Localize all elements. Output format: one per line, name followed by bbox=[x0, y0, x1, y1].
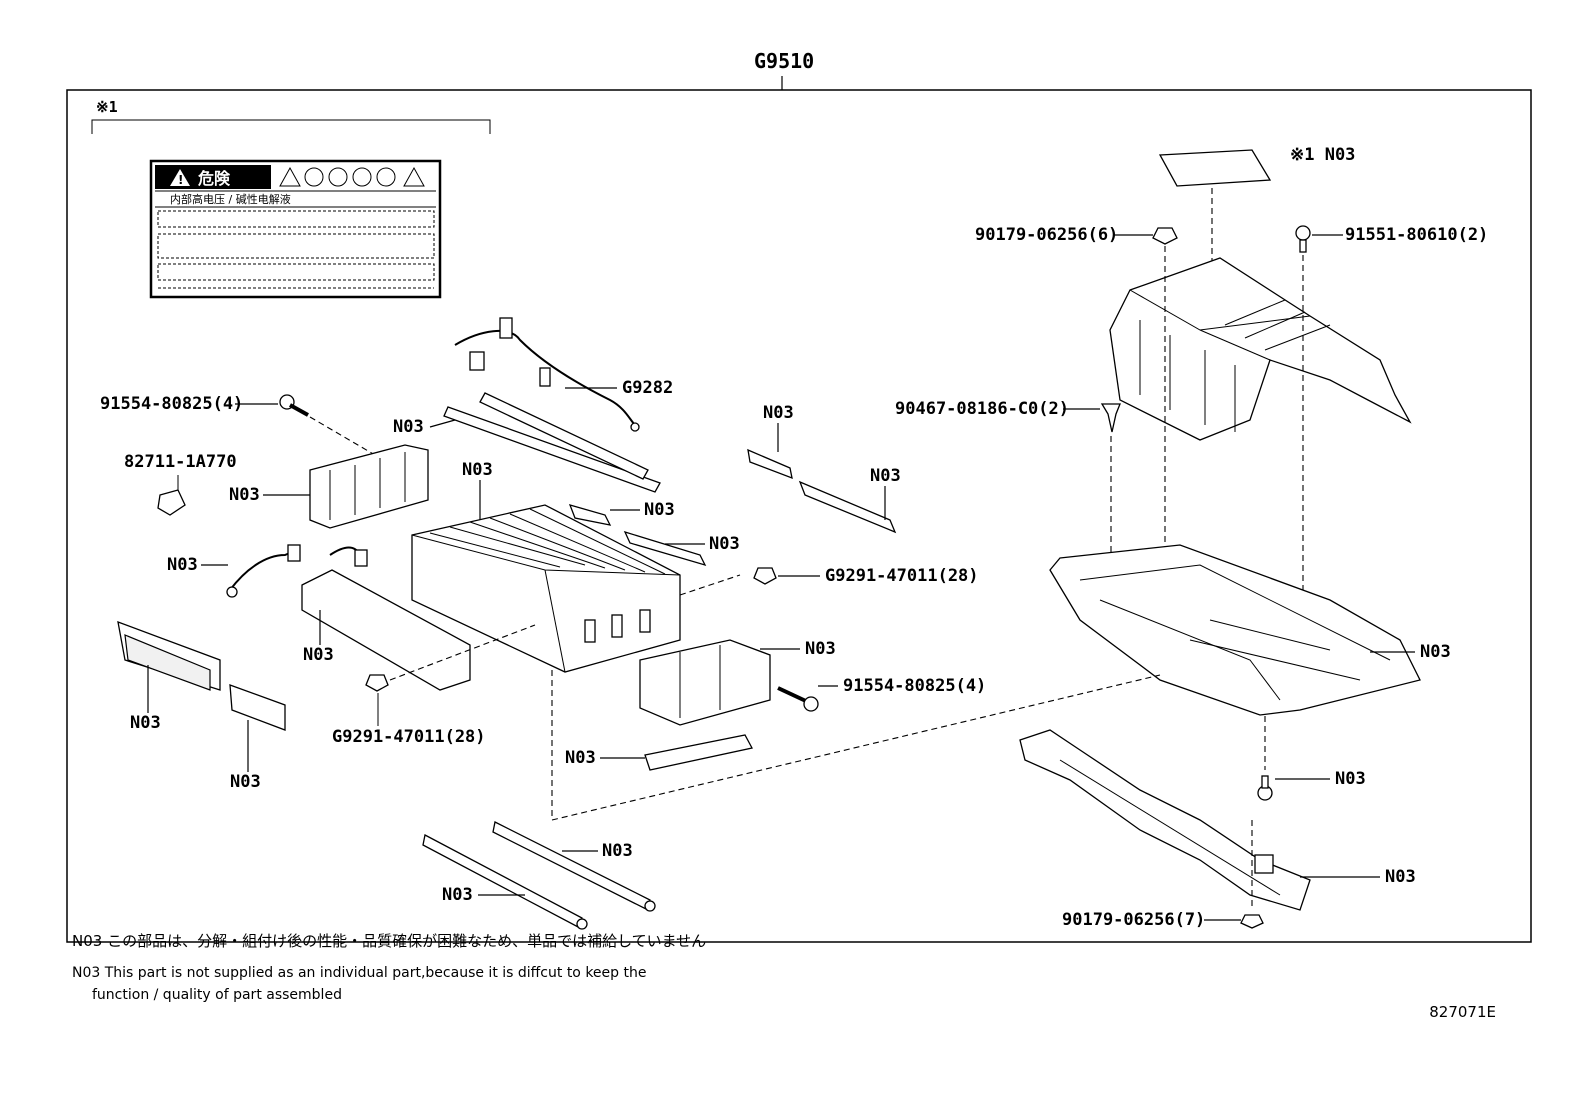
callout-n03-lowerbracket[interactable]: N03 bbox=[565, 748, 596, 768]
bolt-icon-lower[interactable] bbox=[1257, 716, 1273, 801]
warning-triangle-icon bbox=[170, 169, 190, 186]
callout-n03-bolt[interactable]: N03 bbox=[1335, 769, 1366, 789]
warning-title: 危険 bbox=[198, 169, 231, 188]
callout-90179-06256-7[interactable]: 90179-06256(7) bbox=[1062, 910, 1205, 930]
note-english-line2: function / quality of part assembled bbox=[92, 987, 342, 1003]
diagram-code: 827071E bbox=[1429, 1003, 1496, 1021]
callout-91554-80825-right[interactable]: 91554-80825(4) bbox=[843, 676, 986, 696]
callout-82711-1a770[interactable]: 82711-1A770 bbox=[124, 452, 237, 472]
ref-bracket bbox=[91, 119, 491, 134]
ecu-bracket-part[interactable] bbox=[309, 444, 429, 529]
rail-2-part[interactable] bbox=[422, 834, 588, 930]
callout-n03-ecu[interactable]: N03 bbox=[229, 485, 260, 505]
nut-icon-left[interactable] bbox=[365, 674, 389, 692]
note-japanese: N03 この部品は、分解・組付け後の性能・品質確保が困難なため、単品では補給して… bbox=[72, 932, 707, 950]
callout-n03-rod[interactable]: N03 bbox=[393, 417, 424, 437]
upright-bracket-2[interactable] bbox=[798, 480, 897, 534]
callout-91551-80610-2[interactable]: 91551-80610(2) bbox=[1345, 225, 1488, 245]
note-english-line1: N03 This part is not supplied as an indi… bbox=[72, 965, 647, 981]
callout-n03-upright2[interactable]: N03 bbox=[870, 466, 901, 486]
upper-cover-part[interactable] bbox=[1109, 257, 1412, 441]
rail-1-part[interactable] bbox=[492, 821, 656, 912]
bus-bar-part[interactable] bbox=[623, 530, 707, 567]
callout-n03-rail1[interactable]: N03 bbox=[602, 841, 633, 861]
lower-bracket-part[interactable] bbox=[644, 734, 753, 771]
assembly-frame bbox=[66, 89, 1532, 943]
cross-member-part[interactable] bbox=[1019, 729, 1311, 911]
wire-harness-part[interactable] bbox=[454, 317, 640, 432]
svg-text:!: ! bbox=[178, 173, 183, 187]
callout-n03-wire[interactable]: N03 bbox=[167, 555, 198, 575]
battery-module-part[interactable] bbox=[411, 504, 681, 673]
callout-g9291-right[interactable]: G9291-47011(28) bbox=[825, 566, 979, 586]
callout-90467-08186-c0-2[interactable]: 90467-08186-C0(2) bbox=[895, 399, 1069, 419]
left-panel-part[interactable] bbox=[117, 620, 221, 691]
callout-g9291-left[interactable]: G9291-47011(28) bbox=[332, 727, 486, 747]
callout-n03-endplate[interactable]: N03 bbox=[805, 639, 836, 659]
callout-n03-upright1[interactable]: N03 bbox=[763, 403, 794, 423]
callout-n03-leftpanel2[interactable]: N03 bbox=[230, 772, 261, 792]
bolt-icon[interactable] bbox=[1295, 225, 1311, 630]
assembly-guide-line bbox=[551, 670, 1161, 821]
ref-mark: ※1 bbox=[96, 98, 118, 116]
callout-n03-frame[interactable]: N03 bbox=[303, 645, 334, 665]
callout-n03-busbar[interactable]: N03 bbox=[709, 534, 740, 554]
top-label-part[interactable] bbox=[1158, 149, 1272, 187]
callout-n03-tray[interactable]: N03 bbox=[1420, 642, 1451, 662]
upright-bracket-1[interactable] bbox=[747, 448, 793, 480]
callout-n03-module[interactable]: N03 bbox=[462, 460, 493, 480]
nut-icon-right[interactable] bbox=[753, 567, 777, 585]
hazard-symbols-icon bbox=[279, 166, 425, 187]
callout-g9282[interactable]: G9282 bbox=[622, 378, 673, 398]
callout-n03-rail2[interactable]: N03 bbox=[442, 885, 473, 905]
wire-left-part[interactable] bbox=[226, 544, 301, 598]
top-label-callout[interactable]: ※1 N03 bbox=[1290, 145, 1355, 165]
callout-91554-80825-left[interactable]: 91554-80825(4) bbox=[100, 394, 243, 414]
note-english: N03 This part is not supplied as an indi… bbox=[72, 962, 646, 1006]
bolt-icon-left[interactable] bbox=[279, 394, 309, 417]
callout-90179-06256-6[interactable]: 90179-06256(6) bbox=[975, 225, 1118, 245]
connector-icon[interactable] bbox=[157, 489, 186, 516]
callout-n03-crossmember[interactable]: N03 bbox=[1385, 867, 1416, 887]
clip-icon[interactable] bbox=[1100, 403, 1121, 600]
end-plate-part[interactable] bbox=[639, 639, 771, 726]
warning-text-lines bbox=[157, 210, 435, 289]
lower-tray-part[interactable] bbox=[1049, 544, 1421, 716]
module-frame-part[interactable] bbox=[301, 546, 471, 691]
warning-label[interactable]: ! 危険 内部高电压 / 碱性电解液 bbox=[149, 159, 442, 299]
assembly-label[interactable]: G9510 bbox=[754, 49, 814, 73]
small-bracket-part[interactable] bbox=[568, 504, 612, 526]
rod-part[interactable] bbox=[443, 392, 661, 493]
warning-subtitle: 内部高电压 / 碱性电解液 bbox=[170, 192, 291, 206]
bolt-icon-right[interactable] bbox=[777, 686, 819, 712]
callout-n03-leftpanel[interactable]: N03 bbox=[130, 713, 161, 733]
left-panel-2-part[interactable] bbox=[229, 684, 286, 731]
callout-n03-bracket-small[interactable]: N03 bbox=[644, 500, 675, 520]
nut-icon-lower[interactable] bbox=[1240, 820, 1264, 929]
